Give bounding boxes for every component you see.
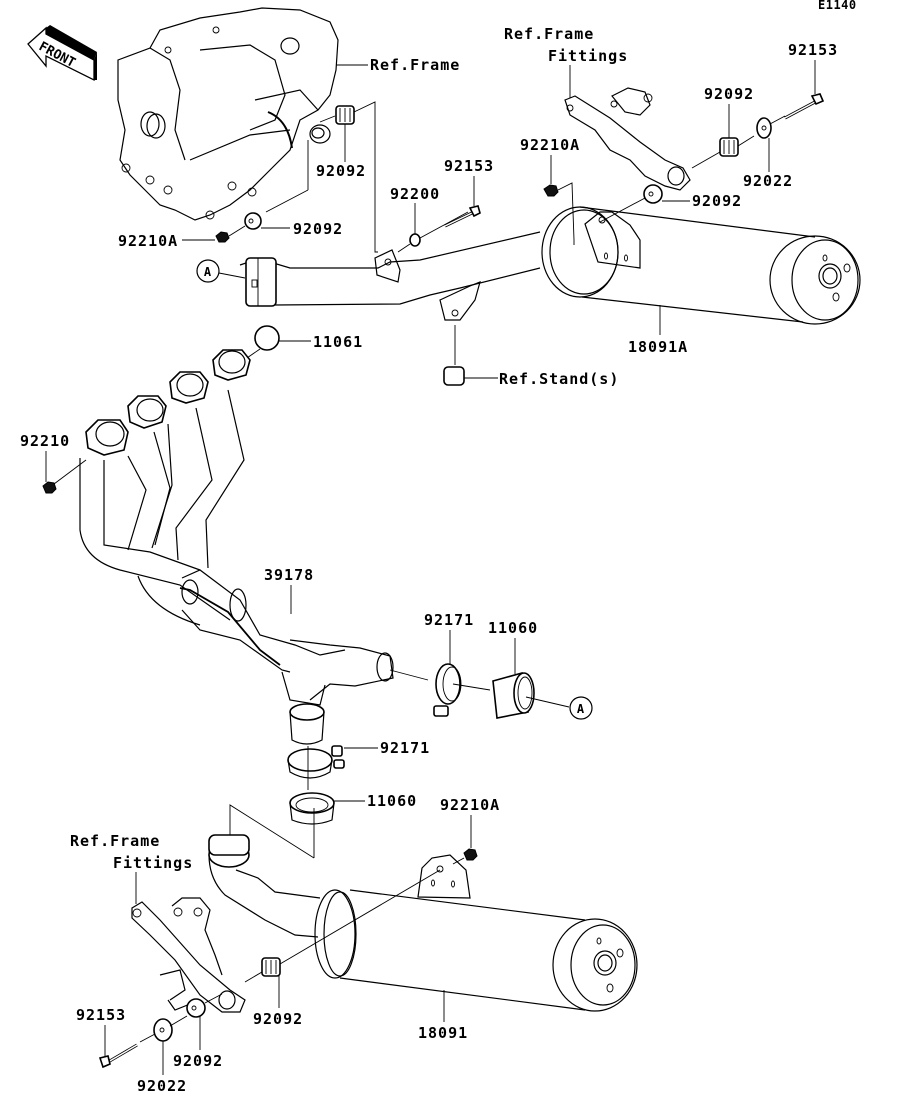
part-label-39178[interactable]: 39178 (264, 566, 314, 584)
part-label-11060[interactable]: 11060 (367, 792, 417, 810)
reference-marker-a (196, 259, 220, 283)
ref-frame-fittings-label-line1: Ref.Frame (70, 832, 160, 850)
part-label-92022[interactable]: 92022 (137, 1077, 187, 1095)
part-label-92200[interactable]: 92200 (390, 185, 440, 203)
stand-bushing-icon (443, 366, 465, 386)
part-label-18091[interactable]: 18091 (418, 1024, 468, 1042)
reference-marker-a (569, 696, 593, 720)
grommet-icon (719, 137, 739, 157)
part-label-18091a[interactable]: 18091A (628, 338, 688, 356)
part-label-92210a[interactable]: 92210A (520, 136, 580, 154)
part-label-92092[interactable]: 92092 (253, 1010, 303, 1028)
nut-icon (463, 848, 478, 861)
part-label-11061[interactable]: 11061 (313, 333, 363, 351)
grommet-icon (335, 105, 355, 125)
part-label-92022[interactable]: 92022 (743, 172, 793, 190)
exhaust-header-pipes (79, 349, 394, 745)
part-label-92092[interactable]: 92092 (316, 162, 366, 180)
ref-frame-fittings-label-line2: Fittings (113, 854, 193, 872)
clamp-icon (287, 745, 345, 779)
part-label-92153[interactable]: 92153 (788, 41, 838, 59)
grommet-icon (186, 998, 206, 1018)
grommet-icon (261, 957, 281, 977)
reference-marker-a-label: A (577, 702, 585, 716)
nut-icon (215, 231, 230, 243)
part-label-92092[interactable]: 92092 (173, 1052, 223, 1070)
frame-fitting-upper (564, 87, 691, 191)
ref-frame-fittings-label-line1: Ref.Frame (504, 25, 594, 43)
part-label-92210[interactable]: 92210 (20, 432, 70, 450)
nut-icon (42, 481, 57, 494)
bolt-icon (98, 1043, 138, 1069)
front-arrow-icon: FRONT (27, 25, 97, 82)
part-label-92092[interactable]: 92092 (293, 220, 343, 238)
sleeve-icon (289, 792, 335, 825)
sleeve-icon (492, 671, 535, 719)
frame-fitting-lower (131, 897, 246, 1013)
reference-marker-a-label: A (204, 265, 212, 279)
part-label-92092[interactable]: 92092 (704, 85, 754, 103)
grommet-icon (643, 184, 663, 204)
part-label-92171[interactable]: 92171 (380, 739, 430, 757)
gasket-icon (254, 325, 280, 351)
diagram-code: E1140 (818, 0, 857, 12)
washer-icon (153, 1018, 173, 1042)
part-label-92092[interactable]: 92092 (692, 192, 742, 210)
bolt-icon (444, 205, 481, 228)
ref-frame-fittings-label-line2: Fittings (548, 47, 628, 65)
grommet-icon (244, 212, 262, 230)
part-label-11060[interactable]: 11060 (488, 619, 538, 637)
ref-stand-label: Ref.Stand(s) (499, 370, 619, 388)
upper-muffler (541, 206, 861, 325)
part-label-92153[interactable]: 92153 (76, 1006, 126, 1024)
ref-frame-label: Ref.Frame (370, 56, 460, 74)
frame-illustration (117, 7, 339, 221)
lower-muffler (208, 834, 638, 1012)
washer-icon (409, 233, 421, 247)
part-label-92210a[interactable]: 92210A (440, 796, 500, 814)
part-label-92153[interactable]: 92153 (444, 157, 494, 175)
clamp-icon (433, 663, 462, 717)
washer-icon (756, 117, 772, 139)
bolt-icon (784, 93, 825, 120)
nut-icon (543, 184, 559, 197)
upper-muffler-pipe (239, 231, 541, 321)
part-label-92210a[interactable]: 92210A (118, 232, 178, 250)
part-label-92171[interactable]: 92171 (424, 611, 474, 629)
